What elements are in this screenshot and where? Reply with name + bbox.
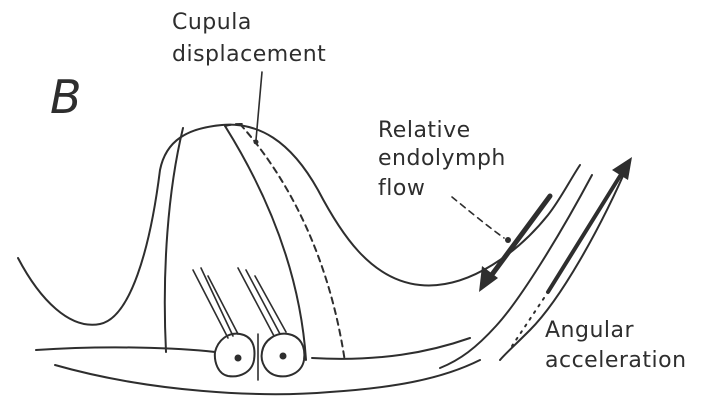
cupula-pointer-dot [254,140,259,145]
crista-base-lower [55,360,480,394]
cupula-right-edge [225,126,306,360]
flow-label-line1: Relative [378,118,471,144]
crista-base-upper-right [312,338,470,359]
accel-label-line2: acceleration [545,348,687,374]
hair-cell-bodies [215,334,305,380]
flow-label-line3: flow [378,176,425,202]
flow-label-line2: endolymph [378,146,506,172]
cupula-displaced-edge [240,124,345,362]
crista-base-upper [36,347,215,352]
panel-letter: B [50,72,82,122]
endolymph-flow-arrow [485,196,550,284]
cupula-left-edge [165,128,183,352]
flow-pointer-dot [505,237,511,243]
hair-bundles [193,268,286,338]
acceleration-dotted-line [512,298,544,346]
cupula-label-line1: Cupula [172,10,252,36]
accel-label-line1: Angular [545,318,634,344]
cupula-label-line2: displacement [172,42,326,68]
flow-pointer-line [452,197,504,238]
